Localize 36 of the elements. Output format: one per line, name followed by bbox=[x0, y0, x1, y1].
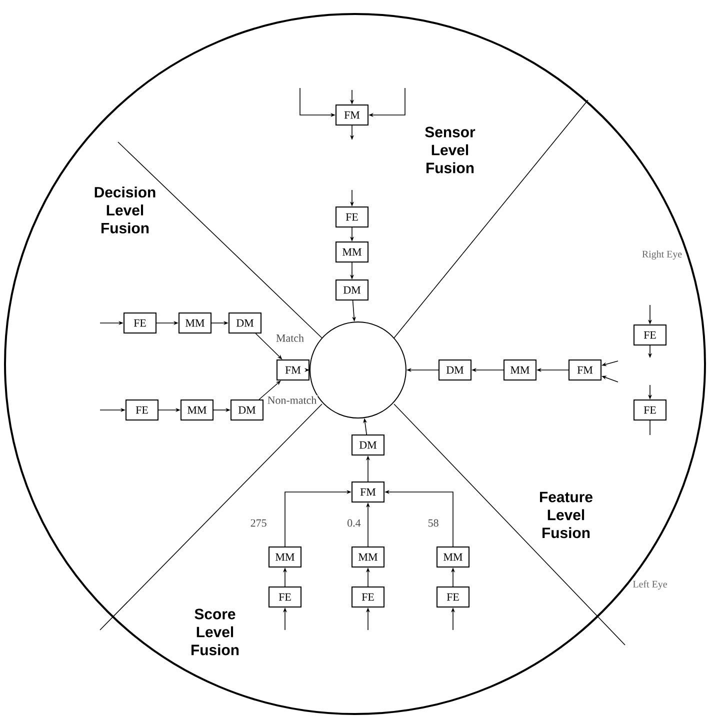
edge-label: 275 bbox=[250, 519, 266, 527]
process-box: DM bbox=[230, 400, 264, 420]
process-box: FE bbox=[268, 586, 302, 608]
process-box: DM bbox=[336, 280, 368, 300]
process-box: FM bbox=[352, 482, 384, 502]
process-box: MM bbox=[180, 400, 214, 420]
process-box: FM bbox=[336, 104, 368, 126]
sector-title: Score Level Fusion bbox=[192, 608, 239, 656]
process-box: FE bbox=[436, 586, 470, 608]
sector-title: Sensor Level Fusion bbox=[425, 126, 476, 174]
process-box: MM bbox=[336, 242, 368, 262]
process-box: FE bbox=[634, 400, 666, 420]
process-box: MM bbox=[268, 546, 302, 568]
process-box: DM bbox=[438, 360, 472, 380]
sector-title: Decision Level Fusion bbox=[94, 186, 156, 234]
eye-label: Right Eye bbox=[642, 250, 682, 260]
process-box: FE bbox=[634, 324, 666, 346]
edge-label: Non-match bbox=[268, 396, 316, 404]
process-box: FE bbox=[336, 206, 368, 228]
sector-title: Feature Level Fusion bbox=[540, 492, 592, 538]
process-box: FE bbox=[352, 586, 384, 608]
process-box: FM bbox=[568, 360, 602, 380]
process-box: MM bbox=[352, 546, 384, 568]
edge-label: Match bbox=[276, 334, 304, 342]
eye-label: Left Eye bbox=[633, 580, 667, 590]
edge-label: 0.4 bbox=[348, 519, 361, 527]
process-box: MM bbox=[504, 360, 536, 380]
process-box: FE bbox=[124, 312, 156, 334]
process-box: MM bbox=[178, 312, 212, 334]
process-box: FE bbox=[126, 400, 158, 420]
process-box: FM bbox=[276, 360, 310, 380]
edge-label: 58 bbox=[428, 519, 438, 527]
process-box: DM bbox=[352, 434, 384, 456]
process-box: MM bbox=[436, 546, 470, 568]
process-box: DM bbox=[228, 312, 262, 334]
arrow bbox=[258, 380, 281, 400]
